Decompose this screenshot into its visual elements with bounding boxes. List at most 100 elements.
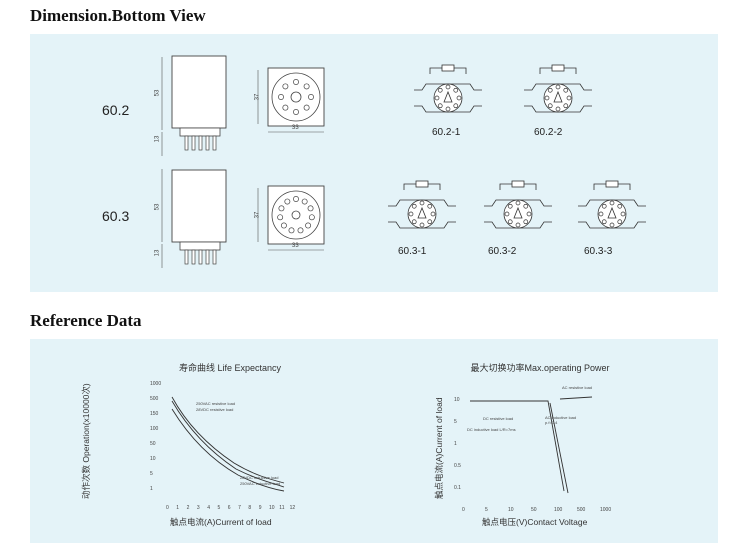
socket-pin — [282, 104, 289, 111]
dim-body-60-3: 53 — [154, 203, 161, 211]
schematic-label-60-2-1: 60.2-1 — [432, 127, 461, 138]
schematic-pin — [411, 203, 417, 209]
dim-pin-60-2: 13 — [154, 135, 161, 143]
schematic-pin — [617, 203, 623, 209]
schematic-pin — [566, 95, 572, 101]
socket-pin — [277, 214, 284, 221]
schematic-label-60-2-2: 60.2-2 — [534, 127, 563, 138]
schematic-pin — [419, 200, 425, 206]
schematic-pin — [437, 87, 443, 93]
schematic-label-60-3-3: 60.3-3 — [584, 246, 613, 257]
socket-pin — [278, 94, 284, 100]
life-ytick-label: 500 — [150, 396, 159, 402]
relay-bottom-view-60-2 — [257, 67, 325, 133]
schematic-pin — [507, 203, 513, 209]
power-chart-title: 最大切换功率Max.operating Power — [470, 363, 610, 373]
schematic-pin — [515, 200, 521, 206]
dimension-panel: 60.2 60.3 53 13 37 33 53 13 — [30, 34, 718, 292]
socket-pin — [284, 198, 291, 205]
schematic-pin — [504, 211, 510, 217]
life-xtick-label: 2 — [186, 505, 190, 511]
life-xtick-label: 12 — [289, 505, 296, 511]
life-xtick-label: 9 — [258, 505, 262, 511]
life-chart-ylabel: 动作次数 Operation(x10000次) — [81, 383, 91, 499]
schematic-pin — [544, 95, 550, 101]
life-chart-xlabel: 触点电流(A)Current of load — [170, 517, 272, 527]
socket-pin — [305, 222, 312, 229]
socket-pin — [278, 205, 285, 212]
power-annot-4: DC inductive load L/R=7ms — [467, 427, 516, 432]
power-xtick-label: 100 — [554, 507, 563, 513]
power-ytick-label: 0.5 — [454, 463, 461, 469]
power-ytick-label: 5 — [454, 419, 457, 425]
schematic-pin — [523, 203, 529, 209]
socket-pin — [301, 198, 308, 205]
relay-side-view-60-3 — [161, 169, 227, 268]
schematic-pin — [609, 200, 615, 206]
life-ytick-label: 50 — [150, 441, 156, 447]
socket-pin — [293, 196, 299, 202]
schematic-pin — [411, 219, 417, 225]
schematic-pin — [547, 87, 553, 93]
dim-body-60-2: 53 — [154, 89, 161, 97]
model-label-60-3: 60.3 — [102, 208, 130, 224]
life-annot-1: 250VAC resistive load — [196, 401, 236, 406]
relay-side-view-60-2 — [161, 55, 227, 156]
life-xtick-label: 7 — [238, 505, 241, 511]
schematic-pin — [437, 103, 443, 109]
life-xtick-label: 1 — [176, 505, 180, 511]
schematic-pin — [434, 95, 440, 101]
schematic-pin — [601, 219, 607, 225]
life-xtick-label: 4 — [207, 505, 210, 511]
life-xtick-label: 5 — [217, 505, 221, 511]
schematic-60-3-3 — [578, 180, 646, 229]
schematic-60-2-1 — [414, 64, 482, 113]
schematic-pin — [453, 103, 459, 109]
schematic-pin — [555, 106, 561, 112]
power-chart-xlabel: 触点电压(V)Contact Voltage — [482, 517, 588, 527]
life-xtick-label: 0 — [166, 505, 169, 511]
life-ytick-label: 5 — [150, 471, 153, 477]
life-ytick-label: 1 — [150, 486, 153, 492]
life-annot-3: 28VDC inductive load — [240, 475, 279, 480]
schematic-pin — [617, 219, 623, 225]
life-ytick-label: 1000 — [150, 381, 162, 387]
dimension-heading: Dimension.Bottom View — [30, 6, 206, 25]
schematic-pin — [456, 95, 462, 101]
schematic-pin — [601, 203, 607, 209]
schematic-pin — [507, 219, 513, 225]
life-ytick-label: 150 — [150, 411, 159, 417]
power-ytick-label: 0.1 — [454, 485, 461, 491]
schematic-60-3-1 — [388, 180, 456, 229]
socket-pin — [293, 109, 299, 115]
life-xtick-label: 6 — [227, 505, 231, 511]
life-chart-plot — [171, 396, 285, 492]
power-ytick-label: 1 — [454, 441, 457, 447]
life-chart-title: 寿命曲线 Life Expectancy — [178, 363, 282, 373]
life-xtick-label: 8 — [248, 505, 252, 511]
power-xtick-label: 1000 — [600, 507, 612, 513]
schematic-60-2-2 — [524, 64, 592, 113]
life-ytick-label: 100 — [150, 426, 159, 432]
life-ytick-label: 10 — [150, 456, 156, 462]
power-xtick-label: 10 — [508, 507, 514, 513]
socket-pin — [303, 104, 310, 111]
socket-pin — [308, 214, 315, 221]
schematic-pin — [453, 87, 459, 93]
socket-pin — [280, 222, 287, 229]
schematic-pin — [427, 219, 433, 225]
power-ytick-label: 10 — [454, 397, 460, 403]
socket-pin — [303, 83, 310, 90]
power-chart-plot — [470, 396, 593, 494]
socket-pin — [307, 205, 314, 212]
schematic-pin — [523, 219, 529, 225]
schematic-pin — [427, 203, 433, 209]
schematic-pin — [445, 84, 451, 90]
life-xtick-label: 10 — [269, 505, 275, 511]
life-xtick-label: 3 — [196, 505, 200, 511]
power-annot-1: AC resistive load — [562, 385, 593, 390]
schematic-label-60-3-2: 60.3-2 — [488, 246, 517, 257]
power-xtick-label: 50 — [531, 507, 537, 513]
power-annot-2: DC resistive load — [483, 416, 514, 421]
power-xtick-label: 500 — [577, 507, 586, 513]
